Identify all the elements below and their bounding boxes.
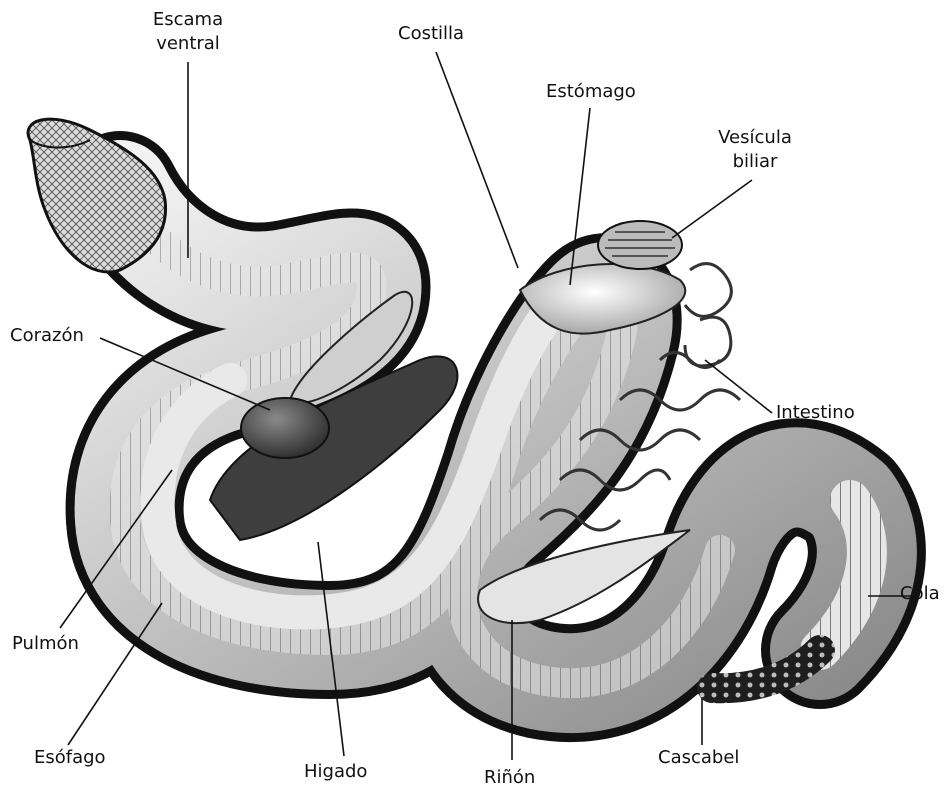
label-esophagus: Esófago <box>34 746 106 770</box>
leader-intestine <box>705 360 772 413</box>
label-gallbladder: Vesícula biliar <box>700 126 810 174</box>
label-ventral-scale-line1: Escama <box>138 8 238 32</box>
label-tail: Cola <box>900 582 940 606</box>
leader-rib <box>436 52 518 268</box>
label-liver: Higado <box>304 760 367 784</box>
heart-organ <box>241 398 329 458</box>
label-heart: Corazón <box>10 324 84 348</box>
leader-gallbladder <box>672 180 752 238</box>
label-rattle: Cascabel <box>658 746 739 770</box>
label-lung: Pulmón <box>12 632 79 656</box>
gallbladder-organ <box>598 221 682 269</box>
label-gallbladder-line1: Vesícula <box>700 126 810 150</box>
label-stomach: Estómago <box>546 80 636 104</box>
label-ventral-scale: Escama ventral <box>138 8 238 56</box>
label-gallbladder-line2: biliar <box>700 150 810 174</box>
label-intestine: Intestino <box>776 401 855 425</box>
label-ventral-scale-line2: ventral <box>138 32 238 56</box>
label-kidney: Riñón <box>484 766 535 790</box>
label-rib: Costilla <box>398 22 464 46</box>
